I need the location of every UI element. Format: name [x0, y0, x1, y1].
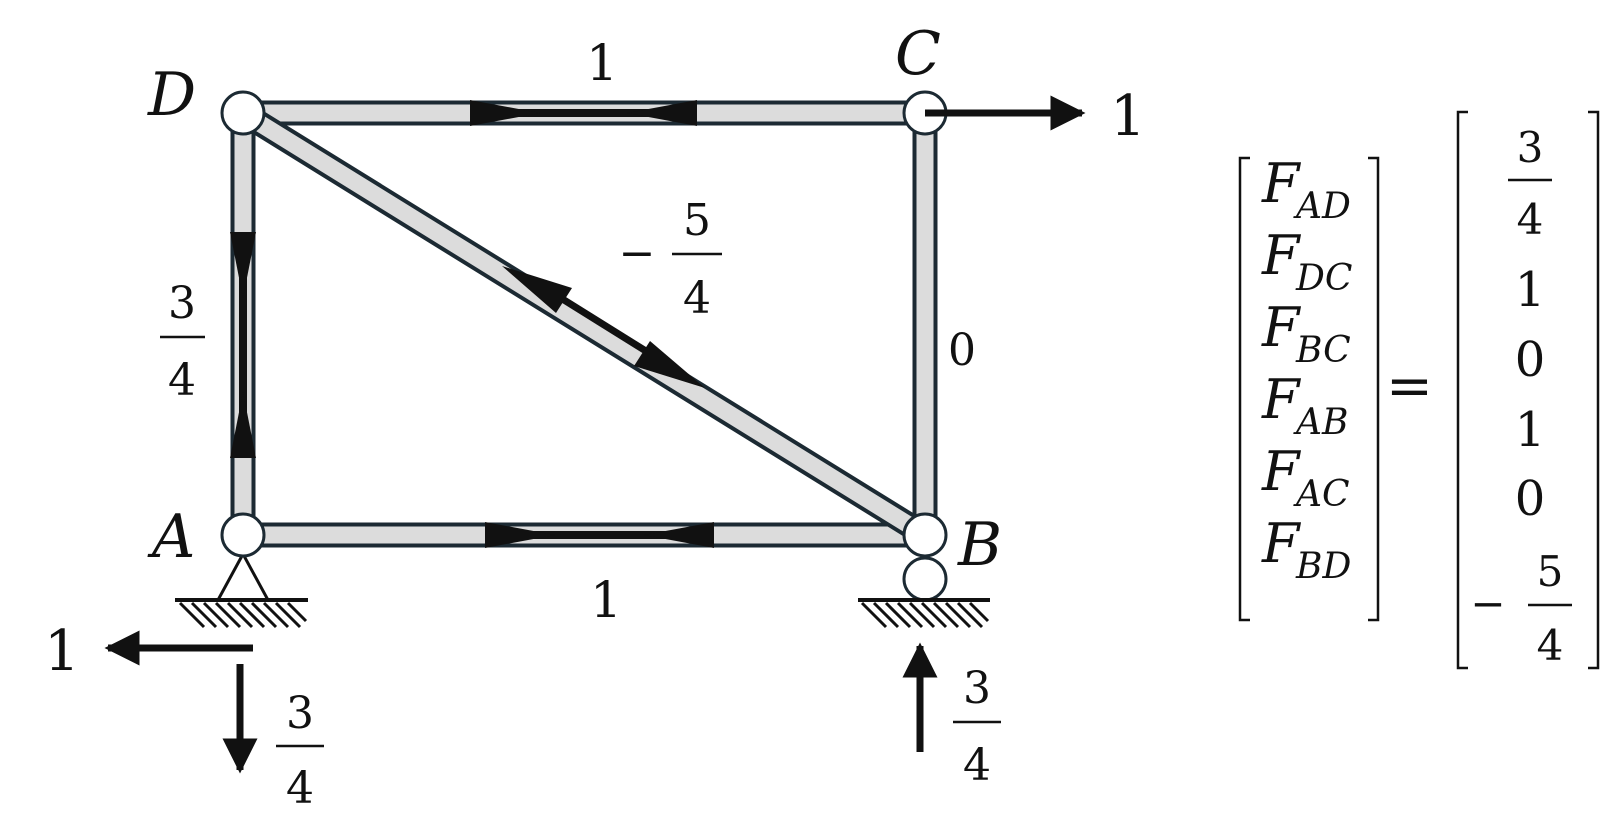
svg-text:AB: AB: [1293, 402, 1348, 443]
left-vector-bracket-close: [1368, 156, 1380, 622]
node-label-B: B: [957, 510, 1002, 580]
node-label-A: A: [147, 502, 195, 572]
svg-text:F: F: [1261, 440, 1302, 503]
node-label-D: D: [147, 60, 196, 130]
svg-text:3: 3: [286, 688, 314, 739]
node-label-C: C: [895, 19, 941, 89]
svg-text:BD: BD: [1295, 546, 1351, 587]
force-value-column: 3 4 1 0 1 0 − 5 4: [1470, 123, 1572, 670]
svg-text:BC: BC: [1295, 330, 1351, 371]
force-symbol-row: F AC: [1261, 440, 1350, 515]
label-reaction-A-horizontal: 1: [44, 619, 80, 684]
svg-text:5: 5: [1537, 547, 1564, 596]
svg-text:AC: AC: [1293, 474, 1350, 515]
force-symbol-row: F DC: [1261, 224, 1352, 299]
svg-text:AD: AD: [1293, 186, 1351, 227]
svg-text:−: −: [1470, 579, 1505, 628]
force-symbol-row: F BC: [1261, 296, 1351, 371]
joint-A: [220, 512, 266, 558]
force-vector-equation: F AD F DC F BC F AB F AC F BD: [1238, 110, 1600, 670]
svg-text:4: 4: [286, 763, 314, 813]
svg-text:4: 4: [683, 273, 711, 324]
joints: [220, 90, 948, 558]
members: [230, 100, 938, 548]
right-vector-bracket-open: [1456, 110, 1468, 670]
label-reaction-A-vertical: 3 4: [276, 688, 324, 813]
svg-text:F: F: [1261, 512, 1302, 575]
joint-D: [220, 90, 266, 136]
label-AB: 1: [590, 571, 622, 629]
label-reaction-B-vertical: 3 4: [953, 663, 1001, 791]
force-value-DC: 1: [1515, 262, 1546, 318]
force-value-BD: − 5 4: [1470, 547, 1572, 670]
force-arrow-AD: [230, 232, 256, 458]
member-BD: [230, 100, 938, 548]
label-load-C: 1: [1110, 84, 1146, 149]
label-BD: − 5 4: [619, 195, 722, 324]
svg-text:4: 4: [1517, 195, 1544, 244]
svg-text:4: 4: [963, 740, 991, 791]
load-arrows: [104, 95, 1086, 774]
svg-text:DC: DC: [1295, 258, 1352, 299]
svg-text:3: 3: [963, 663, 991, 714]
svg-text:3: 3: [1517, 123, 1544, 172]
force-symbol-row: F BD: [1261, 512, 1351, 587]
svg-text:F: F: [1261, 368, 1302, 431]
svg-text:5: 5: [683, 195, 711, 246]
roller-support-B: [858, 556, 990, 629]
svg-text:F: F: [1261, 224, 1302, 287]
force-arrow-AB: [485, 522, 714, 548]
force-arrow-BD: [502, 266, 705, 388]
force-value-BC: 0: [1515, 332, 1546, 388]
svg-text:4: 4: [1537, 621, 1564, 670]
force-arrow-DC: [470, 100, 697, 126]
force-value-AC: 0: [1515, 471, 1546, 527]
svg-text:3: 3: [168, 278, 196, 329]
svg-text:F: F: [1261, 296, 1302, 359]
joint-B: [902, 512, 948, 558]
node-labels: D C A B: [147, 19, 1002, 580]
equals-sign: =: [1386, 354, 1433, 419]
load-labels: 1 1 3 4 3 4: [44, 84, 1146, 813]
member-labels: 1 1 0 3 4 − 5 4: [160, 34, 976, 629]
pin-support-A: [175, 550, 308, 629]
left-vector-bracket-open: [1238, 156, 1250, 622]
label-DC: 1: [586, 34, 618, 92]
force-symbol-column: F AD F DC F BC F AB F AC F BD: [1261, 152, 1352, 587]
force-symbol-row: F AD: [1261, 152, 1351, 227]
force-value-AB: 1: [1515, 402, 1546, 458]
force-value-AD: 3 4: [1508, 123, 1552, 244]
label-AD: 3 4: [160, 278, 205, 406]
right-vector-bracket-close: [1588, 110, 1600, 670]
svg-text:4: 4: [168, 355, 196, 406]
force-symbol-row: F AB: [1261, 368, 1348, 443]
svg-text:−: −: [619, 228, 656, 279]
svg-text:F: F: [1261, 152, 1302, 215]
member-force-arrows: [230, 100, 714, 548]
label-BC: 0: [948, 325, 976, 376]
